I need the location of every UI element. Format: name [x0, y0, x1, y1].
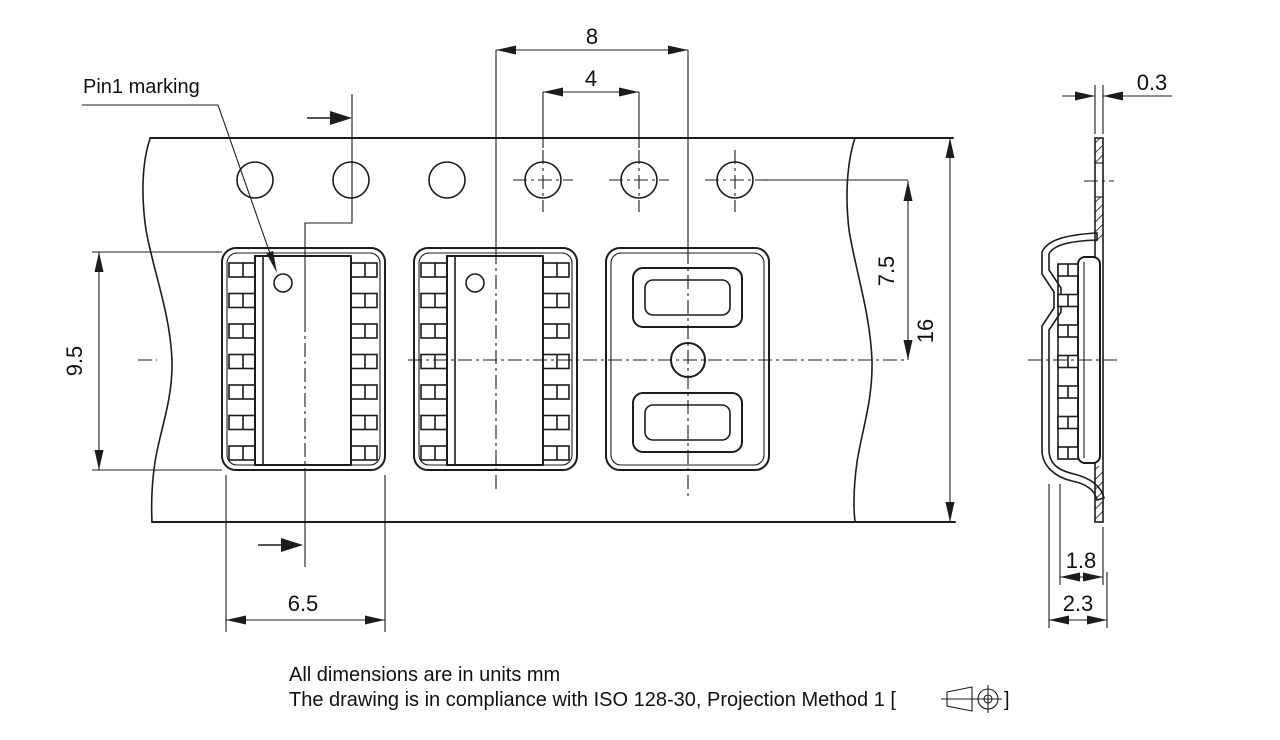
ic-body [254, 255, 352, 466]
dim-pocket-pitch: 8 [495, 24, 689, 250]
tape-side-view [1028, 137, 1118, 523]
dim-pocket-length: 9.5 [62, 251, 222, 471]
dim-hole-pitch: 4 [542, 66, 640, 148]
section-arrow-top [330, 111, 352, 125]
dim-value: 7.5 [874, 256, 899, 287]
note-units: All dimensions are in units mm [289, 664, 560, 686]
pin1-marking-dot [465, 273, 485, 293]
sprocket-hole-centerlines [513, 150, 768, 212]
notes: All dimensions are in units mm The drawi… [289, 664, 1010, 713]
section-arrow-bottom [281, 538, 303, 552]
dim-value: 8 [586, 24, 598, 49]
ic-left-pins [420, 262, 448, 461]
pin1-marking-dot [273, 273, 293, 293]
note-standard-close-bracket: ] [1004, 689, 1010, 711]
pin1-label: Pin1 marking [83, 76, 200, 98]
ic-side-pins [1057, 263, 1079, 460]
dim-pocket-inner-depth: 1.8 [1059, 484, 1104, 585]
plan-dimensions: 8 4 9.5 7.5 [62, 24, 955, 632]
side-dimensions: 0.3 1.8 2.3 [1048, 70, 1172, 628]
sprocket-holes [236, 161, 754, 199]
dim-value: 9.5 [62, 346, 87, 377]
right-break-line [846, 137, 873, 523]
ic-package-1 [228, 255, 378, 466]
note-standard: The drawing is in compliance with ISO 12… [289, 689, 896, 711]
projection-cone-icon [946, 686, 973, 712]
strip-hatch-mid [1095, 197, 1103, 243]
dim-value: 1.8 [1066, 548, 1097, 573]
strip-hatch-top [1095, 138, 1103, 163]
dim-value: 4 [585, 66, 597, 91]
dim-tape-width: 16 [913, 138, 955, 522]
strip-hatch-bottom [1095, 466, 1103, 522]
pin1-leader [82, 104, 277, 273]
dim-pocket-width: 6.5 [225, 475, 386, 632]
tape-plan-view: Pin1 marking [82, 76, 956, 567]
section-line [258, 94, 353, 567]
dim-tape-thickness: 0.3 [1062, 70, 1172, 134]
first-angle-projection-icon [941, 685, 1002, 713]
dim-value: 16 [913, 319, 938, 343]
left-break-line [142, 138, 173, 523]
dim-pocket-total-depth: 2.3 [1048, 484, 1108, 628]
pin1-leader-arrow [266, 251, 277, 273]
dim-hole-to-pocket-center: 7.5 [768, 179, 913, 360]
ic-left-pins [228, 262, 256, 461]
dim-value: 2.3 [1063, 591, 1094, 616]
ic-right-pins [350, 262, 378, 461]
pocket-cross-section-wall [1041, 232, 1105, 502]
ic-right-pins [542, 262, 570, 461]
center-lines [138, 250, 908, 500]
dim-value: 6.5 [288, 591, 319, 616]
dim-value: 0.3 [1137, 70, 1168, 95]
